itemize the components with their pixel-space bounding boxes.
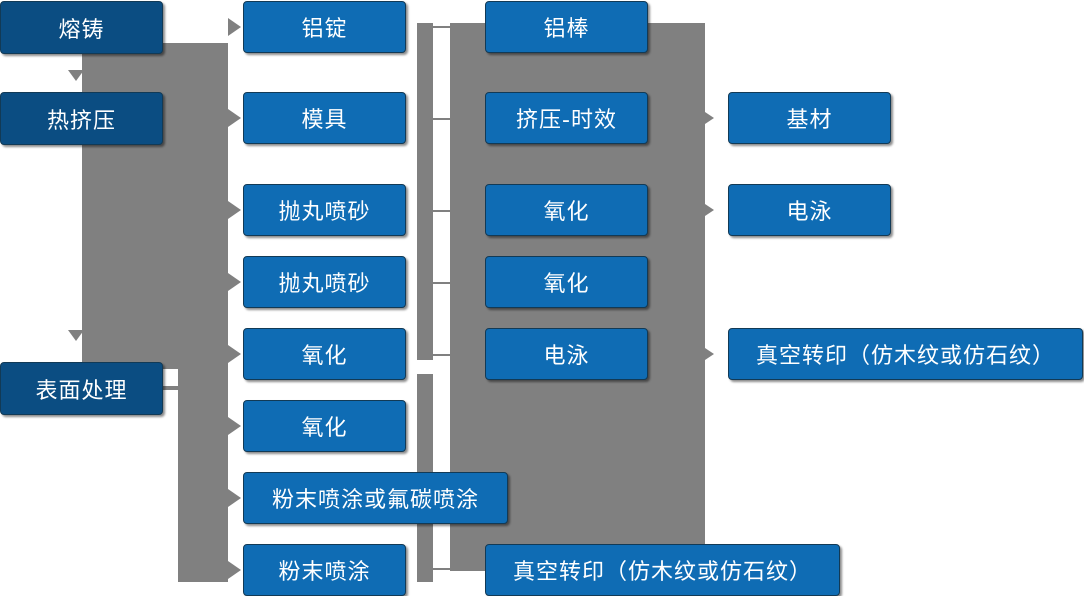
- process-box-yanghua-2[interactable]: 氧化: [243, 400, 406, 452]
- process-box-label: 抛丸喷砂: [278, 200, 371, 225]
- arrowhead-to-p1-3: [228, 201, 241, 219]
- arrow-down-to-stage-2: [68, 70, 84, 81]
- tick-spine-6: [433, 568, 451, 570]
- tick-spine-1: [433, 26, 451, 28]
- process-box-label: 粉末喷涂: [278, 560, 371, 585]
- arrowhead-to-p1-7: [228, 489, 241, 507]
- process-box-jiya-shixiao[interactable]: 挤压-时效: [485, 92, 648, 144]
- connector-middle-spine-upper: [417, 23, 433, 360]
- process-box-ludding[interactable]: 铝锭: [243, 1, 406, 53]
- process-box-yanghua-3[interactable]: 氧化: [485, 184, 648, 236]
- process-box-paowanpensha-1[interactable]: 抛丸喷砂: [243, 184, 406, 236]
- process-box-fenmopentu[interactable]: 粉末喷涂: [243, 544, 406, 596]
- process-box-muju[interactable]: 模具: [243, 92, 406, 144]
- tick-spine-3: [433, 210, 451, 212]
- arrowhead-to-out-1: [705, 112, 714, 124]
- process-box-label: 挤压-时效: [516, 108, 617, 133]
- arrowhead-to-p1-8: [228, 561, 241, 579]
- tick-spine-5: [433, 354, 451, 356]
- connector-left-stub: [163, 386, 181, 390]
- process-box-label: 抛丸喷砂: [278, 272, 371, 297]
- stage-box-biaomianchuli[interactable]: 表面处理: [0, 362, 163, 415]
- stage-box-label: 热挤压: [46, 108, 116, 134]
- arrow-down-to-stage-3: [68, 330, 84, 341]
- output-box-label: 真空转印（仿木纹或仿石纹）: [755, 344, 1055, 369]
- process-box-yanghua-1[interactable]: 氧化: [243, 328, 406, 380]
- stage-box-rejiya[interactable]: 热挤压: [0, 92, 163, 145]
- stage-box-label: 表面处理: [35, 378, 128, 404]
- output-box-label: 基材: [786, 108, 833, 133]
- tick-spine-2: [433, 118, 451, 120]
- output-box-zhenkongzhuanyin[interactable]: 真空转印（仿木纹或仿石纹）: [728, 328, 1083, 380]
- process-box-paowanpensha-2[interactable]: 抛丸喷砂: [243, 256, 406, 308]
- process-box-label: 铝棒: [543, 17, 590, 42]
- stage-box-label: 熔铸: [58, 17, 105, 43]
- process-box-zhenkongzhuanyin-1[interactable]: 真空转印（仿木纹或仿石纹）: [485, 544, 840, 596]
- process-box-yanghua-4[interactable]: 氧化: [485, 256, 648, 308]
- arrowhead-to-out-2: [705, 204, 714, 216]
- process-box-label: 粉末喷涂或氟碳喷涂: [271, 488, 479, 513]
- process-box-label: 氧化: [543, 200, 590, 225]
- arrowhead-to-p1-6: [228, 417, 241, 435]
- process-box-fenmopentu-huo-futan[interactable]: 粉末喷涂或氟碳喷涂: [243, 472, 508, 524]
- connector-left-body-lower: [178, 369, 228, 582]
- process-box-label: 铝锭: [301, 17, 348, 42]
- process-box-dianyong-1[interactable]: 电泳: [485, 328, 648, 380]
- process-box-label: 真空转印（仿木纹或仿石纹）: [512, 560, 812, 585]
- process-box-label: 氧化: [543, 272, 590, 297]
- output-box-jicai[interactable]: 基材: [728, 92, 891, 144]
- tick-spine-4: [433, 282, 451, 284]
- output-box-label: 电泳: [786, 200, 833, 225]
- output-box-dianyong[interactable]: 电泳: [728, 184, 891, 236]
- arrowhead-to-p1-1: [228, 18, 241, 36]
- arrowhead-to-p1-5: [228, 345, 241, 363]
- process-box-lubang[interactable]: 铝棒: [485, 1, 648, 53]
- stage-box-rongzhu[interactable]: 熔铸: [0, 1, 163, 54]
- process-box-label: 氧化: [301, 416, 348, 441]
- arrowhead-to-p1-4: [228, 273, 241, 291]
- arrowhead-to-p1-2: [228, 109, 241, 127]
- process-box-label: 模具: [301, 108, 348, 133]
- arrowhead-to-out-3: [705, 348, 714, 360]
- process-box-label: 氧化: [301, 344, 348, 369]
- process-box-label: 电泳: [543, 344, 590, 369]
